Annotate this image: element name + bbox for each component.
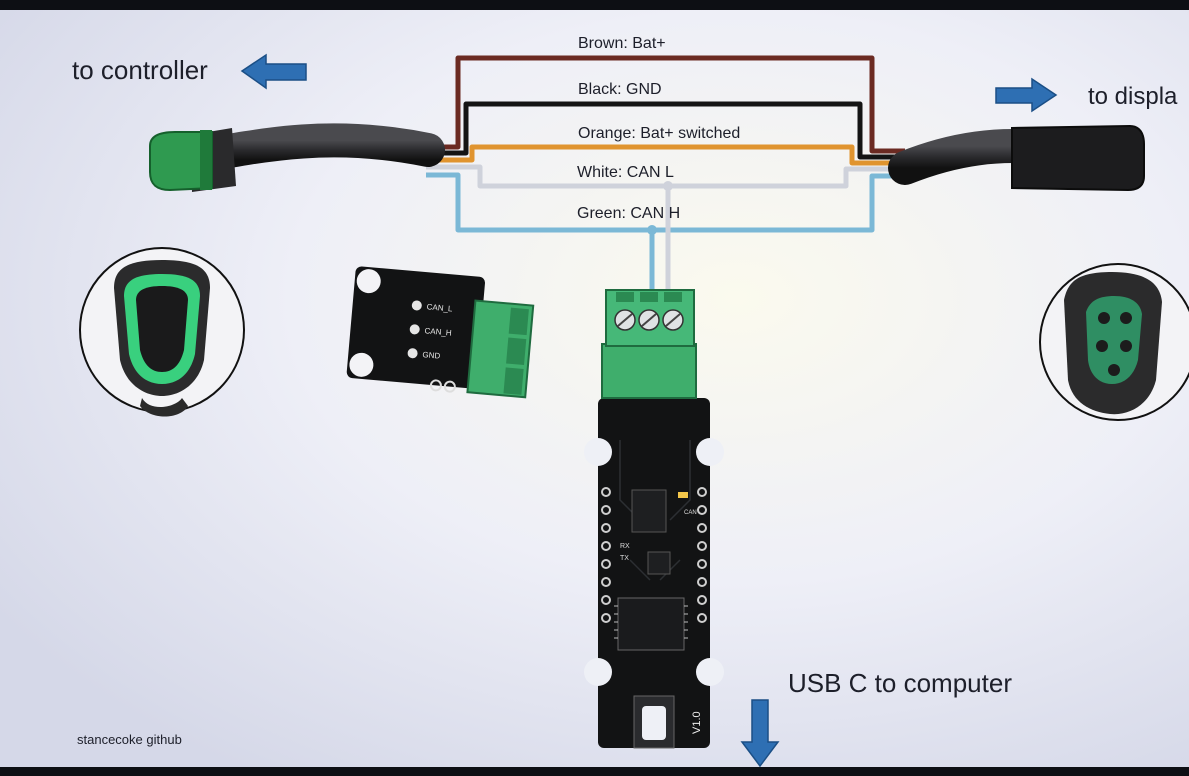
rx-label: RX xyxy=(620,543,630,550)
small-board-terminal xyxy=(466,299,535,399)
controller-connector-face xyxy=(79,247,245,417)
can-breakout-board: CAN_L CAN_H GND xyxy=(346,266,535,399)
status-led xyxy=(678,492,688,498)
wire-brown xyxy=(426,55,905,154)
pin-label-gnd: GND xyxy=(422,350,441,361)
usb-label: USB C to computer xyxy=(788,668,1012,698)
wire-labels: Brown: Bat+ Black: GND Orange: Bat+ swit… xyxy=(577,35,740,222)
display-connector-plug xyxy=(1011,124,1145,192)
main-board-terminal xyxy=(601,289,697,399)
wire-junction-can-l xyxy=(663,181,673,191)
led-label: CAN xyxy=(684,510,697,516)
usb-can-adapter-board: CAN RX TX V1.0 xyxy=(584,289,724,749)
wire-label-brown: Brown: Bat+ xyxy=(578,35,666,52)
wire-label-green: Green: CAN H xyxy=(577,205,680,222)
wire-label-black: Black: GND xyxy=(578,81,662,98)
down-arrow-icon xyxy=(740,699,780,768)
wire-black xyxy=(426,101,905,160)
wire-green xyxy=(426,172,905,233)
can-transceiver-chip xyxy=(631,489,667,533)
display-connector-face xyxy=(1039,263,1189,421)
wire-orange xyxy=(426,144,905,166)
pin-label-can-l: CAN_L xyxy=(426,302,453,313)
credit-text: stancecoke github xyxy=(77,732,182,747)
wire-label-orange: Orange: Bat+ switched xyxy=(578,125,740,142)
board-pin-labels: CAN_L CAN_H GND xyxy=(407,300,453,361)
to-display-label: to displa xyxy=(1088,83,1178,110)
left-cable xyxy=(149,123,445,192)
left-arrow-icon xyxy=(240,53,307,90)
wire-junction-can-h xyxy=(647,225,657,235)
right-cable xyxy=(888,124,1145,192)
to-controller-label: to controller xyxy=(72,55,208,85)
wire-label-white: White: CAN L xyxy=(577,164,674,181)
wire-harness xyxy=(426,55,905,296)
pin-label-can-h: CAN_H xyxy=(424,326,452,337)
right-arrow-icon xyxy=(995,77,1058,113)
board-version: V1.0 xyxy=(691,711,703,734)
tx-label: TX xyxy=(620,555,629,562)
microcontroller-chip xyxy=(617,597,685,651)
